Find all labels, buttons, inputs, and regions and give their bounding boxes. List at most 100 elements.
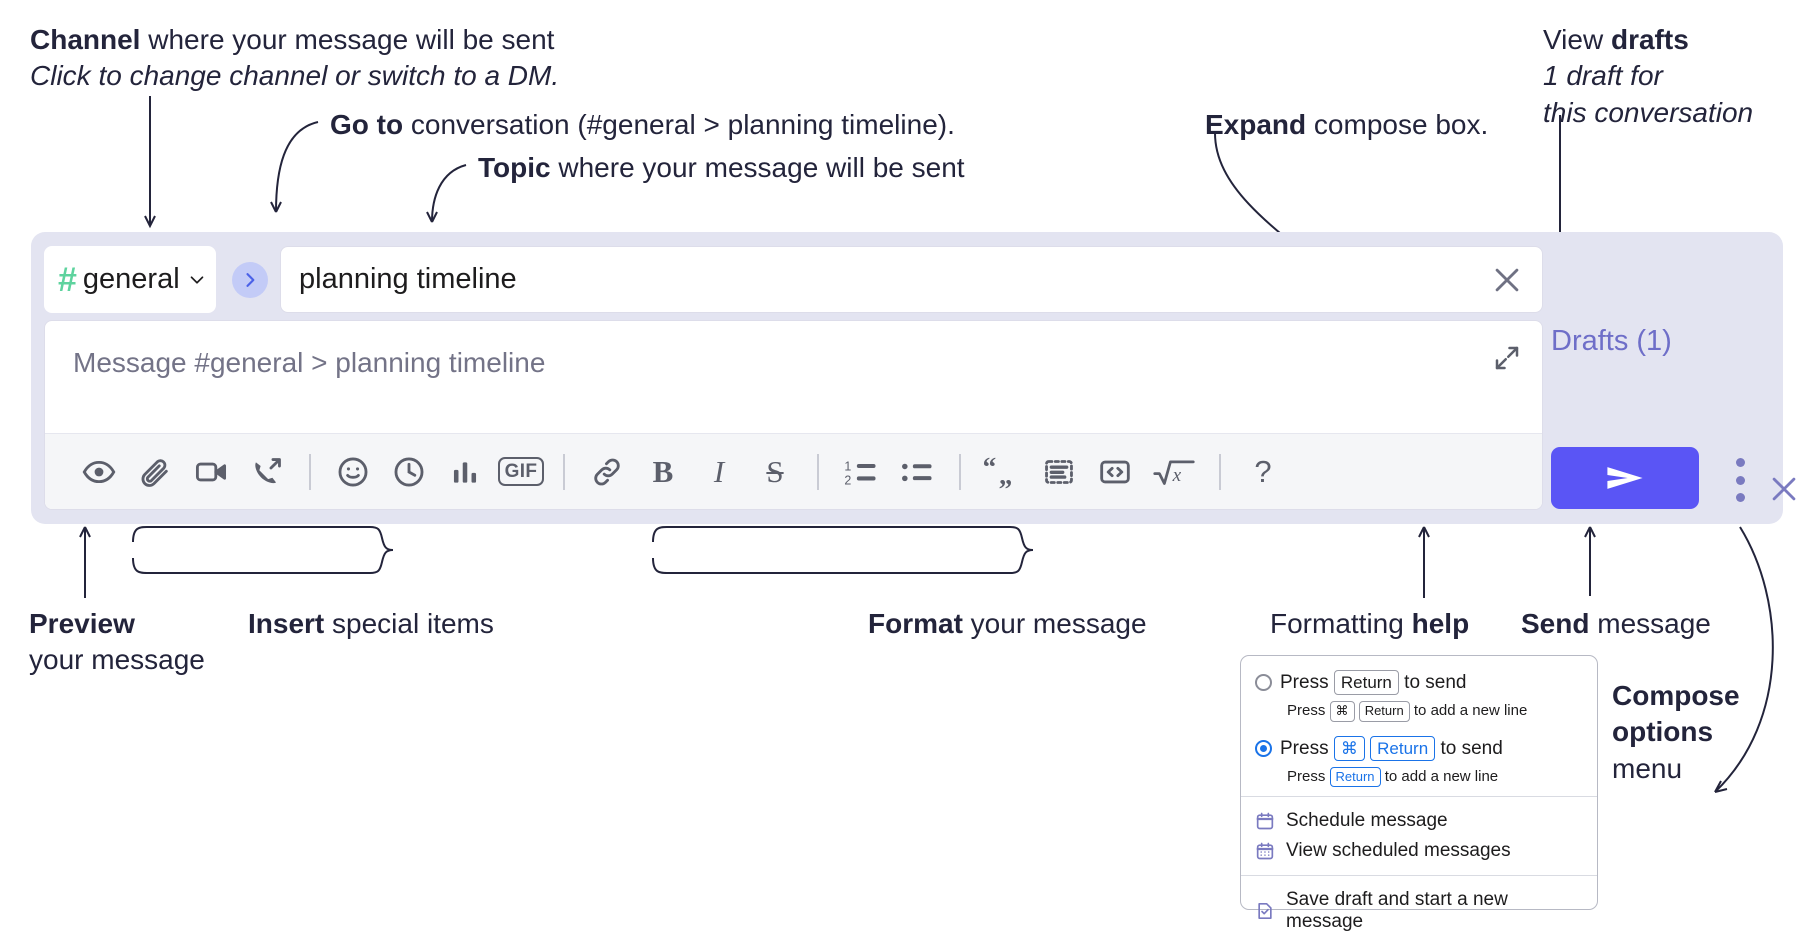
- svg-text:“: “: [984, 455, 996, 482]
- close-icon[interactable]: [1490, 263, 1524, 297]
- math-button[interactable]: x: [1143, 444, 1205, 500]
- blockquote-button[interactable]: “ „: [975, 444, 1031, 500]
- kebab-dot-1: [1735, 458, 1745, 467]
- bulleted-list-button[interactable]: [889, 444, 945, 500]
- annotation-topic-bold: Topic: [478, 152, 551, 183]
- compose-options-menu-button[interactable]: [1728, 458, 1752, 502]
- goto-conversation-button[interactable]: [232, 262, 268, 298]
- menu-item-save-draft[interactable]: Save draft and start a new message: [1241, 885, 1597, 937]
- compose-options-popup: Press Return to send Press ⌘ Return to a…: [1240, 655, 1598, 932]
- annotation-preview-bold: Preview: [29, 608, 135, 639]
- annotation-formatting-help-plain: Formatting: [1270, 608, 1412, 639]
- annotation-formatting-help-bold: help: [1411, 608, 1470, 639]
- message-input-placeholder: Message #general > planning timeline: [73, 347, 546, 378]
- emoji-button[interactable]: [325, 444, 381, 500]
- separator-4: [959, 453, 961, 490]
- annotation-compose-options-bold2: options: [1612, 716, 1714, 748]
- opt2-sub-pre: Press: [1287, 767, 1330, 785]
- separator-2: [563, 453, 565, 490]
- menu-item-view-scheduled-messages[interactable]: View scheduled messages: [1241, 836, 1597, 866]
- channel-row: # general planni: [44, 246, 1543, 313]
- radio-option-return-sub: Press ⌘ Return to add a new line: [1241, 701, 1597, 722]
- poll-button[interactable]: [437, 444, 493, 500]
- chevron-down-icon: [186, 269, 208, 291]
- bold-button[interactable]: B: [635, 444, 691, 500]
- ordered-list-button[interactable]: 1 2: [833, 444, 889, 500]
- italic-button[interactable]: I: [691, 444, 747, 500]
- brace-insert: [132, 526, 394, 574]
- svg-text:1: 1: [844, 459, 851, 473]
- key-return: Return: [1333, 670, 1399, 696]
- calendar-grid-icon: [1255, 841, 1275, 861]
- link-button[interactable]: [579, 444, 635, 500]
- key-return-sub: Return: [1358, 701, 1410, 722]
- radio-option-cmd-return-to-send[interactable]: Press ⌘ Return to send: [1241, 735, 1597, 761]
- channel-select[interactable]: # general: [44, 246, 216, 313]
- separator-5: [1219, 453, 1221, 490]
- annotation-channel: Channel where your message will be sent …: [30, 22, 559, 95]
- radio-option-cmd-return-sub: Press Return to add a new line: [1241, 766, 1597, 787]
- send-button[interactable]: [1551, 447, 1699, 509]
- annotation-insert: Insert special items: [248, 606, 494, 642]
- key-command: ⌘: [1329, 701, 1355, 722]
- annotation-channel-bold: Channel: [30, 24, 141, 55]
- opt2-pre: Press: [1280, 737, 1334, 759]
- annotation-expand: Expand compose box.: [1205, 107, 1488, 143]
- compose-inner: # general planni: [44, 246, 1543, 510]
- channel-name: general: [82, 263, 180, 295]
- radio-option-return-to-send[interactable]: Press Return to send: [1241, 670, 1597, 696]
- radio-indicator-selected[interactable]: [1255, 739, 1272, 757]
- annotation-send-bold: Send: [1521, 608, 1590, 639]
- attach-button[interactable]: [127, 444, 183, 500]
- annotation-format-bold: Format: [868, 608, 963, 639]
- close-compose-icon[interactable]: [1767, 472, 1801, 506]
- svg-text:2: 2: [844, 473, 851, 487]
- key-return-selected: Return: [1370, 735, 1436, 761]
- question-mark-icon: ?: [1254, 454, 1272, 489]
- annotation-compose-options-bold1: Compose: [1612, 680, 1740, 711]
- annotation-drafts-italic2: this conversation: [1543, 96, 1754, 128]
- drafts-link[interactable]: Drafts (1): [1551, 325, 1672, 357]
- brace-format: [652, 526, 1034, 574]
- radio-indicator[interactable]: [1255, 674, 1272, 692]
- preview-button[interactable]: [71, 444, 127, 500]
- key-return-sub-blue: Return: [1329, 766, 1381, 787]
- annotation-send: Send message: [1521, 606, 1711, 642]
- strikethrough-button[interactable]: S: [747, 444, 803, 500]
- annotation-expand-bold: Expand: [1205, 109, 1307, 140]
- annotation-goto-rest: conversation (#general > planning timeli…: [403, 109, 955, 140]
- gif-label: GIF: [497, 457, 545, 486]
- menu-item-schedule-message[interactable]: Schedule message: [1241, 806, 1597, 836]
- radio-option-label: Press Return to send: [1280, 670, 1467, 696]
- audio-clip-button[interactable]: [239, 444, 295, 500]
- divider-1: [1241, 796, 1597, 797]
- annotation-drafts: View drafts 1 draft for this conversatio…: [1543, 22, 1753, 131]
- formatting-help-button[interactable]: ?: [1235, 444, 1291, 500]
- expand-icon[interactable]: [1492, 343, 1522, 373]
- opt1-post: to send: [1398, 672, 1467, 693]
- gif-button[interactable]: GIF: [493, 444, 549, 500]
- opt2-post: to send: [1435, 737, 1503, 759]
- strikethrough-label: S: [766, 454, 784, 489]
- video-clip-button[interactable]: [183, 444, 239, 500]
- topic-input[interactable]: planning timeline: [280, 246, 1543, 313]
- leader-goto: [275, 121, 319, 213]
- annotation-drafts-plain: View: [1543, 24, 1611, 55]
- annotation-format-rest: your message: [962, 608, 1147, 639]
- svg-text:x: x: [1172, 464, 1182, 485]
- annotation-drafts-bold: drafts: [1610, 24, 1689, 55]
- code-block-button[interactable]: [1031, 444, 1087, 500]
- annotation-topic-rest: where your message will be sent: [550, 152, 965, 183]
- message-box[interactable]: Message #general > planning timeline: [44, 320, 1543, 510]
- annotation-formatting-help: Formatting help: [1270, 606, 1469, 642]
- reminder-button[interactable]: [381, 444, 437, 500]
- menu-item-label: Schedule message: [1286, 810, 1448, 831]
- kebab-dot-2: [1735, 475, 1745, 485]
- inline-code-button[interactable]: [1087, 444, 1143, 500]
- annotation-goto: Go to conversation (#general > planning …: [330, 107, 955, 143]
- annotation-topic: Topic where your message will be sent: [478, 150, 965, 186]
- annotation-channel-rest: where your message will be sent: [140, 24, 555, 55]
- separator-3: [817, 453, 819, 490]
- annotation-channel-italic: Click to change channel or switch to a D…: [30, 60, 560, 92]
- annotation-compose-options-plain: menu: [1612, 752, 1683, 784]
